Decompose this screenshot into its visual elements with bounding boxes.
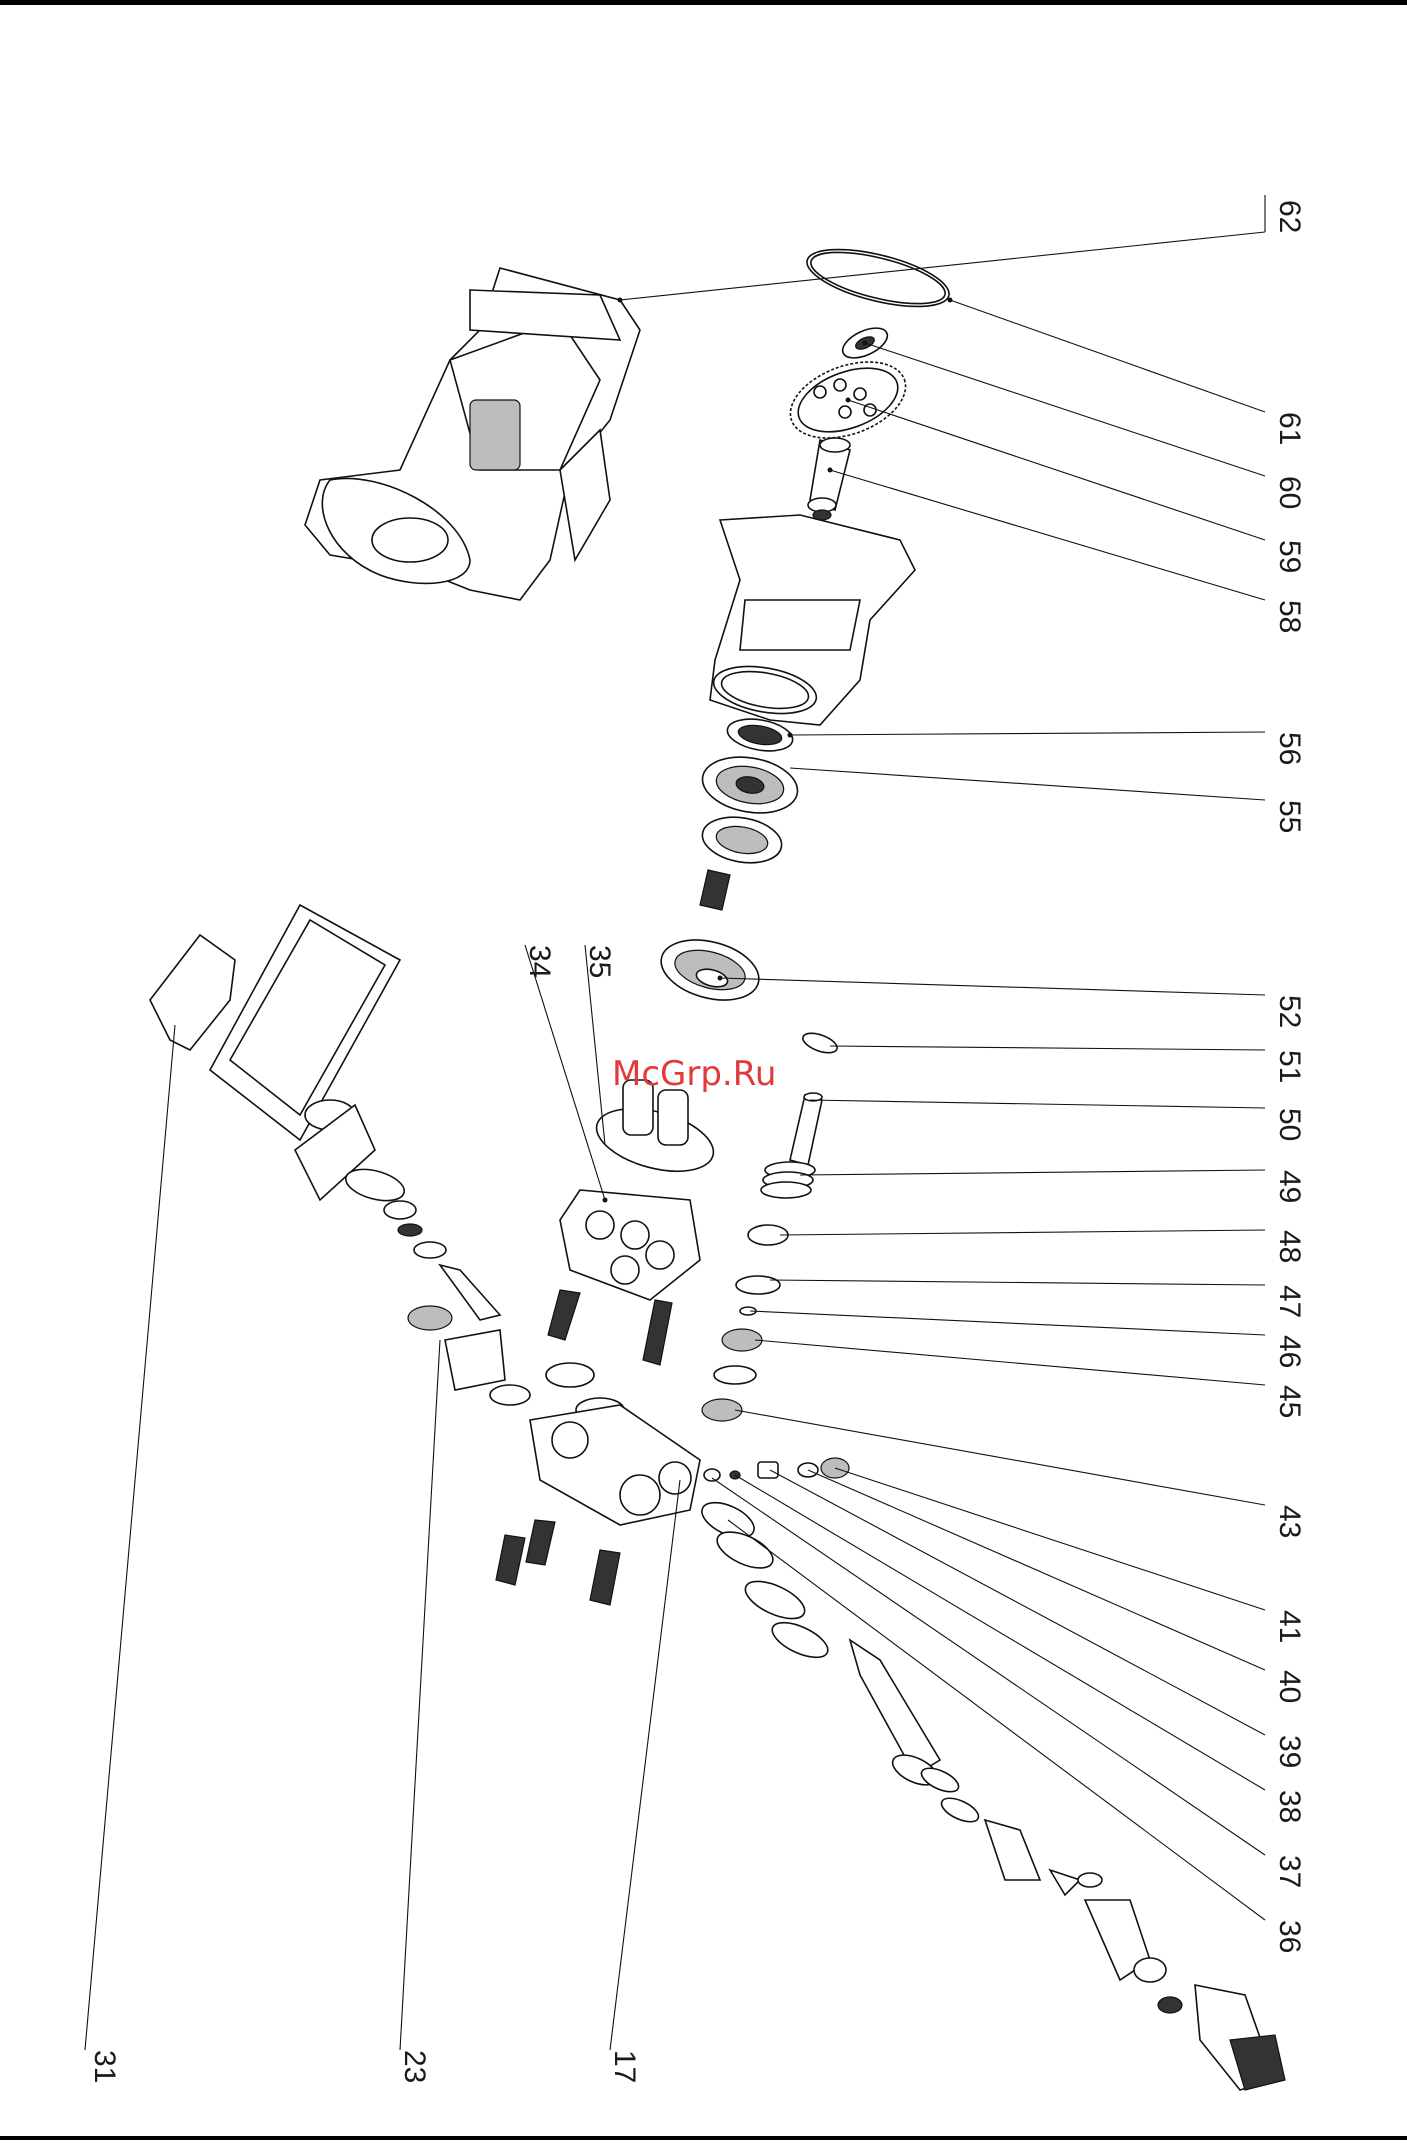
callout-48: 48 (1273, 1230, 1306, 1263)
callout-37: 37 (1273, 1855, 1306, 1888)
switch-and-cover (150, 905, 400, 1140)
callout-40: 40 (1273, 1670, 1306, 1703)
callout-49: 49 (1273, 1170, 1306, 1203)
watermark: McGrp.Ru (612, 1054, 776, 1094)
callout-50: 50 (1273, 1108, 1306, 1141)
callout-31: 31 (88, 2050, 121, 2083)
callout-61: 61 (1273, 412, 1306, 445)
callout-45: 45 (1273, 1385, 1306, 1418)
part-58-housing (710, 515, 915, 725)
callout-35: 35 (583, 945, 616, 978)
pump-head (546, 1080, 720, 1422)
swash-plate (699, 811, 785, 910)
callout-46: 46 (1273, 1335, 1306, 1368)
outlet-assembly (697, 1495, 1285, 2090)
callout-43: 43 (1273, 1505, 1306, 1538)
callout-38: 38 (1273, 1790, 1306, 1823)
valve-small-parts (704, 1458, 849, 1481)
callout-60: 60 (1273, 476, 1306, 509)
part-55-bearing (698, 750, 802, 820)
callout-55: 55 (1273, 800, 1306, 833)
callout-23: 23 (398, 2050, 431, 2083)
callout-17: 17 (608, 2050, 641, 2083)
callout-41: 41 (1273, 1610, 1306, 1643)
callout-59: 59 (1273, 540, 1306, 573)
callout-58: 58 (1273, 600, 1306, 633)
part-52-plate (654, 930, 765, 1010)
callout-56: 56 (1273, 732, 1306, 765)
unloader-assembly (295, 1100, 530, 1405)
callout-34: 34 (523, 945, 556, 978)
callout-39: 39 (1273, 1735, 1306, 1768)
callout-36: 36 (1273, 1920, 1306, 1953)
part-59-shaft (808, 438, 850, 520)
motor-assembly (305, 268, 640, 600)
callout-62: 62 (1273, 200, 1306, 233)
callout-47: 47 (1273, 1285, 1306, 1318)
part-17-manifold (496, 1405, 700, 1605)
callout-51: 51 (1273, 1050, 1306, 1083)
callout-52: 52 (1273, 995, 1306, 1028)
